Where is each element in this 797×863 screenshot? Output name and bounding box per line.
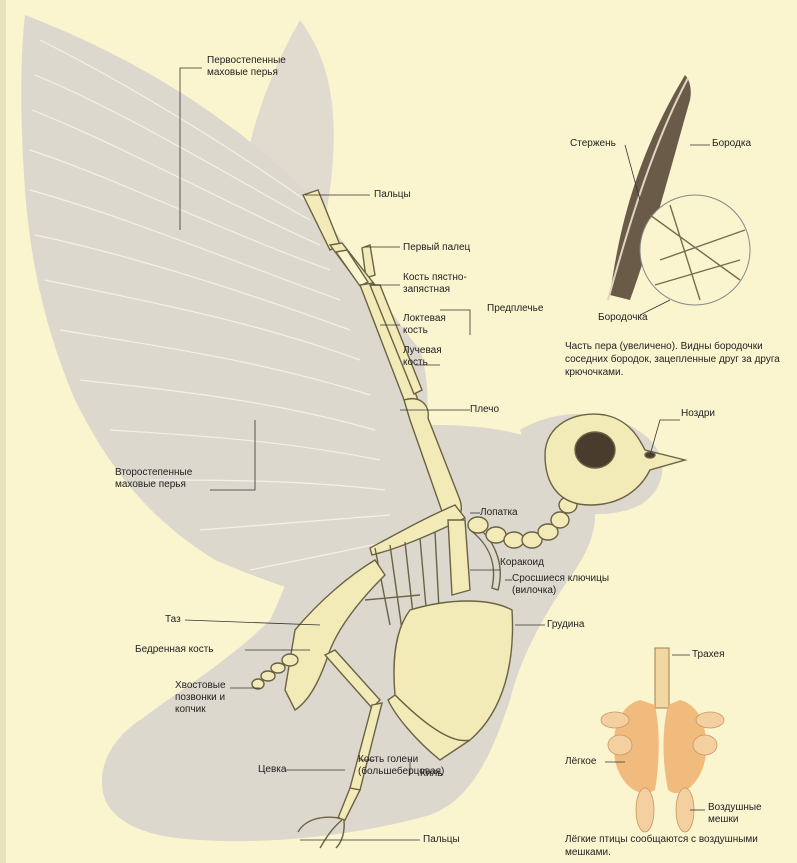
label-humerus: Плечо (470, 404, 499, 416)
feather-magnifier (640, 195, 750, 305)
label-trachea: Трахея (692, 649, 725, 661)
label-femur: Бедренная кость (135, 644, 214, 656)
label-secondary-feathers: Второстепенные маховые перья (115, 467, 210, 491)
label-sternum: Грудина (547, 619, 584, 631)
label-furcula: Сросшиеся ключицы (вилочка) (512, 573, 617, 597)
label-fingers: Пальцы (374, 189, 411, 201)
label-toes: Пальцы (423, 834, 460, 846)
feather-caption: Часть пера (увеличено). Видны бородочки … (565, 340, 790, 379)
label-forearm: Предплечье (487, 303, 543, 315)
label-air-sacs: Воздушные мешки (708, 802, 768, 826)
label-scapula: Лопатка (480, 507, 518, 519)
label-tail: Хвостовые позвонки и копчик (175, 680, 245, 716)
label-coracoid: Коракоид (500, 557, 544, 569)
label-carpometacarpus: Кость пястно-запястная (403, 272, 503, 296)
label-lung: Лёгкое (565, 756, 596, 768)
label-radius: Лучевая кость (403, 345, 458, 369)
label-feather-shaft: Стержень (570, 138, 616, 150)
label-ulna: Локтевая кость (403, 313, 463, 337)
label-feather-barb: Бородка (712, 138, 751, 150)
eye-socket (575, 432, 615, 468)
feather-inset (608, 75, 750, 315)
skull (545, 414, 685, 505)
label-pelvis: Таз (165, 614, 181, 626)
label-tarsus: Цевка (258, 764, 286, 776)
label-keel: Киль (420, 768, 442, 780)
label-feather-barbule: Бородочка (598, 312, 648, 324)
trachea (655, 648, 669, 708)
label-first-finger: Первый палец (403, 242, 470, 254)
lung-inset (601, 648, 724, 832)
label-nostrils: Ноздри (681, 408, 715, 420)
label-primary-feathers: Первостепенные маховые перья (207, 55, 327, 79)
lung-caption: Лёгкие птицы сообщаются с воздушными меш… (565, 833, 790, 859)
